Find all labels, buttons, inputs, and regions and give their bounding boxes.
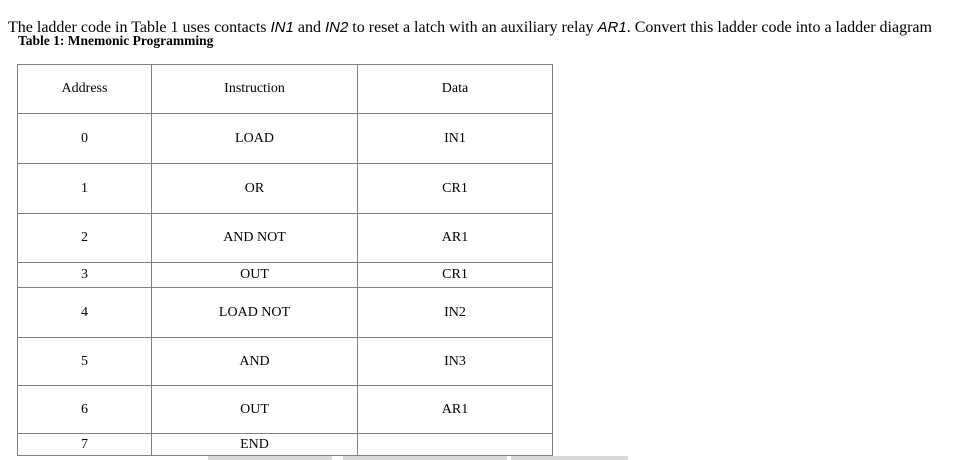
table-row: 1 OR CR1 [17,163,553,214]
cell-instruction: AND NOT [151,213,358,263]
cell-address: 7 [17,433,152,456]
cell-address: 6 [17,385,152,434]
header-data: Data [357,64,553,114]
header-address: Address [17,64,152,114]
table-row: 7 END [17,433,553,456]
table-row: 2 AND NOT AR1 [17,213,553,263]
cell-instruction: LOAD NOT [151,287,358,338]
header-instruction: Instruction [151,64,358,114]
intro-paragraph: The ladder code in Table 1 uses contacts… [8,18,953,38]
cell-data: AR1 [357,385,553,434]
table-row: 3 OUT CR1 [17,262,553,288]
cell-data: IN3 [357,337,553,386]
cutoff-artifact [208,456,332,460]
cell-address: 0 [17,113,152,164]
cell-data: CR1 [357,262,553,288]
table-row: 6 OUT AR1 [17,385,553,434]
cell-address: 1 [17,163,152,214]
contact-in1-label: IN1 [270,19,294,36]
cell-data: CR1 [357,163,553,214]
table-header-row: Address Instruction Data [17,64,553,114]
table-row: 5 AND IN3 [17,337,553,386]
cell-address: 5 [17,337,152,386]
contact-in2-label: IN2 [324,19,349,36]
table-caption: Table 1: Mnemonic Programming [18,33,214,48]
intro-text-3: to reset a latch with an auxiliary relay [348,19,598,36]
cell-address: 2 [17,213,152,263]
relay-ar1-label: AR1 [597,19,627,36]
cell-address: 3 [17,262,152,288]
intro-text-1: The ladder code in Table 1 uses contacts [8,19,271,36]
cell-instruction: AND [151,337,358,386]
cell-data: IN1 [357,113,553,164]
cell-instruction: END [151,433,358,456]
table-row: 4 LOAD NOT IN2 [17,287,553,338]
cell-address: 4 [17,287,152,338]
cutoff-artifact [511,456,628,460]
cell-data: AR1 [357,213,553,263]
mnemonic-programming-table: Address Instruction Data 0 LOAD IN1 1 OR… [17,64,553,456]
cell-data: IN2 [357,287,553,338]
intro-text-4: . Convert this ladder code into a ladder… [626,19,932,36]
cell-instruction: OUT [151,385,358,434]
cell-data [357,433,553,456]
cell-instruction: OR [151,163,358,214]
intro-text-2: and [293,19,325,36]
cell-instruction: LOAD [151,113,358,164]
cutoff-artifact [343,456,507,460]
table-row: 0 LOAD IN1 [17,113,553,164]
cell-instruction: OUT [151,262,358,288]
